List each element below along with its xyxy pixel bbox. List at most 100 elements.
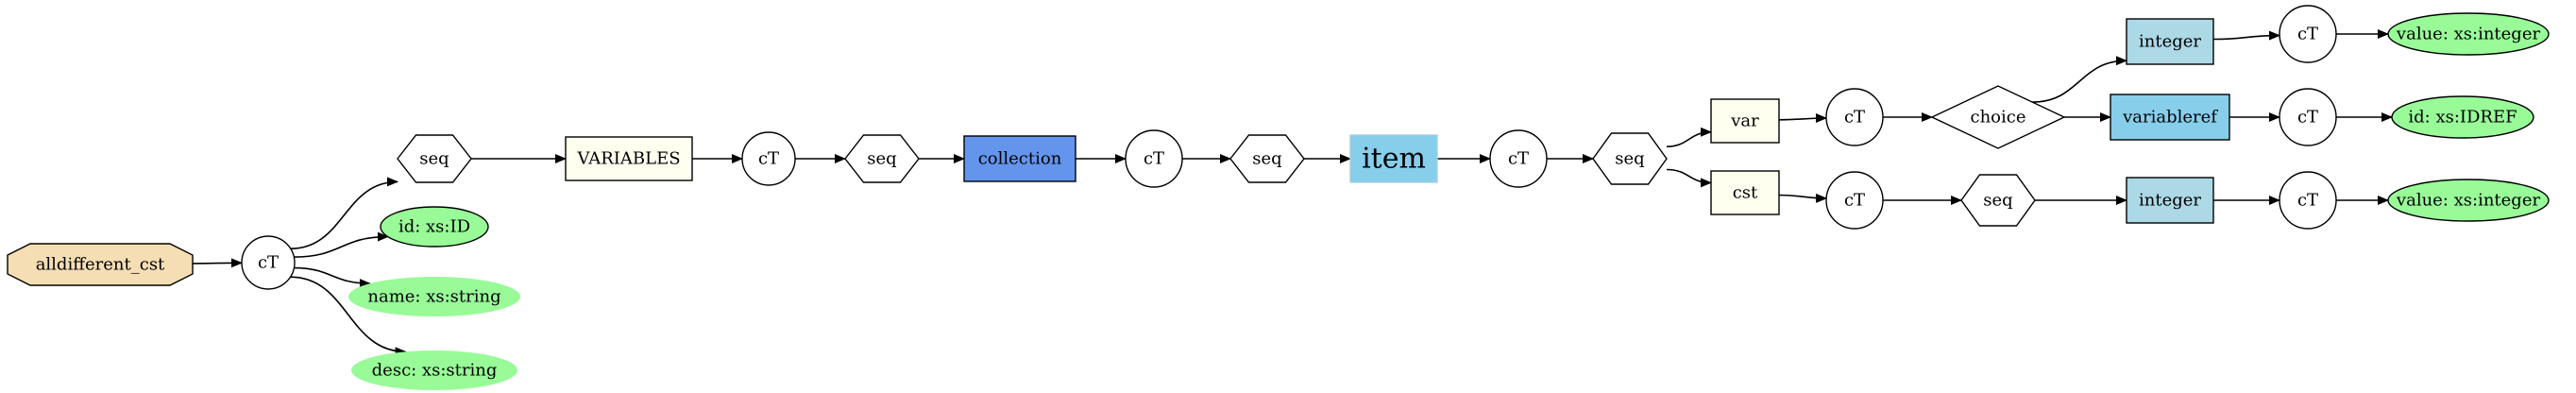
edge-seq4-to-var bbox=[1666, 127, 1712, 147]
node-seq2-label: seq bbox=[867, 149, 896, 169]
node-variables: VARIABLES bbox=[565, 136, 693, 181]
edges-layer bbox=[192, 29, 2393, 357]
ellipse-node-icon bbox=[2391, 95, 2534, 139]
circle-node-icon bbox=[2279, 5, 2337, 63]
node-collection: collection bbox=[963, 135, 1076, 182]
hexagon-node-icon bbox=[844, 134, 920, 183]
rect-node-icon bbox=[2126, 18, 2214, 65]
node-ct6: cT bbox=[1825, 171, 1884, 230]
ellipse-node-icon bbox=[348, 277, 520, 316]
node-attr-value2-label: value: xs:integer bbox=[2396, 191, 2541, 211]
hexagon-node-icon bbox=[1960, 174, 2036, 227]
node-attr-desc-label: desc: xs:string bbox=[372, 361, 498, 381]
node-cst-label: cst bbox=[1733, 183, 1758, 203]
node-integer2: integer bbox=[2126, 177, 2214, 224]
node-attr-id: id: xs:ID bbox=[380, 206, 489, 248]
hexagon-node-icon bbox=[397, 134, 472, 183]
edge-root-to-ct1 bbox=[192, 258, 243, 268]
node-ct2: cT bbox=[741, 131, 796, 186]
ellipse-node-icon bbox=[351, 350, 517, 390]
node-variableref-label: variableref bbox=[2122, 108, 2218, 128]
rect-node-icon bbox=[2126, 177, 2214, 224]
ellipse-node-icon bbox=[2387, 12, 2550, 56]
nodes-layer: alldifferent_cst cT seq id: xs:ID name: xs:s… bbox=[7, 5, 2550, 390]
circle-node-icon bbox=[241, 235, 296, 290]
edge-var-to-ct5 bbox=[1778, 113, 1827, 124]
circle-node-icon bbox=[1489, 129, 1548, 188]
node-ct9-label: cT bbox=[2297, 191, 2318, 211]
edge-ct1-to-attr-name bbox=[294, 266, 371, 289]
node-item-label: item bbox=[1362, 143, 1426, 176]
node-ct4-label: cT bbox=[1508, 149, 1529, 169]
node-seq1-label: seq bbox=[419, 149, 449, 169]
edge-choice-to-integer1 bbox=[2032, 56, 2127, 103]
node-attr-name: name: xs:string bbox=[348, 277, 520, 316]
node-var: var bbox=[1710, 98, 1780, 144]
node-seq5-label: seq bbox=[1983, 191, 2012, 211]
node-attr-desc: desc: xs:string bbox=[351, 350, 517, 390]
node-cst: cst bbox=[1710, 170, 1780, 215]
node-attr-value1-label: value: xs:integer bbox=[2396, 25, 2541, 44]
node-collection-label: collection bbox=[978, 149, 1062, 169]
node-attr-id-label: id: xs:ID bbox=[398, 217, 470, 237]
node-ct8: cT bbox=[2279, 88, 2337, 146]
octagon-node-icon bbox=[7, 243, 194, 286]
edge-ct1-to-attr-desc bbox=[290, 276, 407, 357]
circle-node-icon bbox=[1825, 171, 1884, 230]
node-ct5: cT bbox=[1825, 88, 1884, 146]
node-ct6-label: cT bbox=[1844, 191, 1865, 211]
node-root-label: alldifferent_cst bbox=[36, 255, 165, 275]
node-seq3: seq bbox=[1229, 134, 1305, 183]
circle-node-icon bbox=[1125, 129, 1183, 188]
node-attr-idref-label: id: xs:IDREF bbox=[2408, 108, 2517, 128]
rect-node-icon bbox=[1349, 134, 1438, 183]
rect-node-icon bbox=[963, 135, 1076, 182]
circle-node-icon bbox=[741, 131, 796, 186]
node-choice: choice bbox=[1930, 85, 2066, 149]
edge-ct1-to-seq1 bbox=[290, 177, 398, 249]
node-integer1: integer bbox=[2126, 18, 2214, 65]
node-attr-name-label: name: xs:string bbox=[367, 287, 500, 307]
hexagon-node-icon bbox=[1229, 134, 1305, 183]
node-ct3: cT bbox=[1125, 129, 1183, 188]
edge-integer1-to-ct7 bbox=[2212, 30, 2280, 41]
node-attr-idref: id: xs:IDREF bbox=[2391, 95, 2534, 139]
node-seq5: seq bbox=[1960, 174, 2036, 227]
node-ct3-label: cT bbox=[1144, 149, 1164, 169]
node-integer2-label: integer bbox=[2139, 191, 2201, 211]
node-ct9: cT bbox=[2279, 171, 2337, 230]
node-ct8-label: cT bbox=[2297, 108, 2318, 128]
node-ct7-label: cT bbox=[2297, 25, 2318, 44]
node-seq4: seq bbox=[1592, 132, 1668, 185]
node-item: item bbox=[1349, 134, 1438, 183]
diamond-node-icon bbox=[1930, 85, 2066, 149]
node-ct1-label: cT bbox=[258, 253, 279, 273]
rect-node-icon bbox=[565, 136, 693, 181]
node-attr-value1: value: xs:integer bbox=[2387, 12, 2550, 56]
node-seq2: seq bbox=[844, 134, 920, 183]
node-root: alldifferent_cst bbox=[7, 243, 194, 286]
node-variables-label: VARIABLES bbox=[576, 149, 680, 169]
circle-node-icon bbox=[2279, 171, 2337, 230]
node-ct4: cT bbox=[1489, 129, 1548, 188]
ellipse-node-icon bbox=[380, 206, 489, 248]
node-variableref: variableref bbox=[2110, 94, 2230, 141]
rect-node-icon bbox=[2110, 94, 2230, 141]
node-ct2-label: cT bbox=[758, 149, 779, 169]
node-seq1: seq bbox=[397, 134, 472, 183]
node-ct7: cT bbox=[2279, 5, 2337, 63]
hexagon-node-icon bbox=[1592, 132, 1668, 185]
node-var-label: var bbox=[1730, 111, 1759, 131]
rect-node-icon bbox=[1710, 98, 1780, 144]
rect-node-icon bbox=[1710, 170, 1780, 215]
ellipse-node-icon bbox=[2387, 179, 2550, 222]
node-ct5-label: cT bbox=[1844, 108, 1865, 128]
circle-node-icon bbox=[1825, 88, 1884, 146]
edge-cst-to-ct6 bbox=[1778, 193, 1828, 203]
node-attr-value2: value: xs:integer bbox=[2387, 179, 2550, 222]
edge-seq4-to-cst bbox=[1666, 168, 1712, 188]
node-ct1: cT bbox=[241, 235, 296, 290]
node-choice-label: choice bbox=[1970, 108, 2025, 128]
node-seq4-label: seq bbox=[1615, 149, 1644, 169]
